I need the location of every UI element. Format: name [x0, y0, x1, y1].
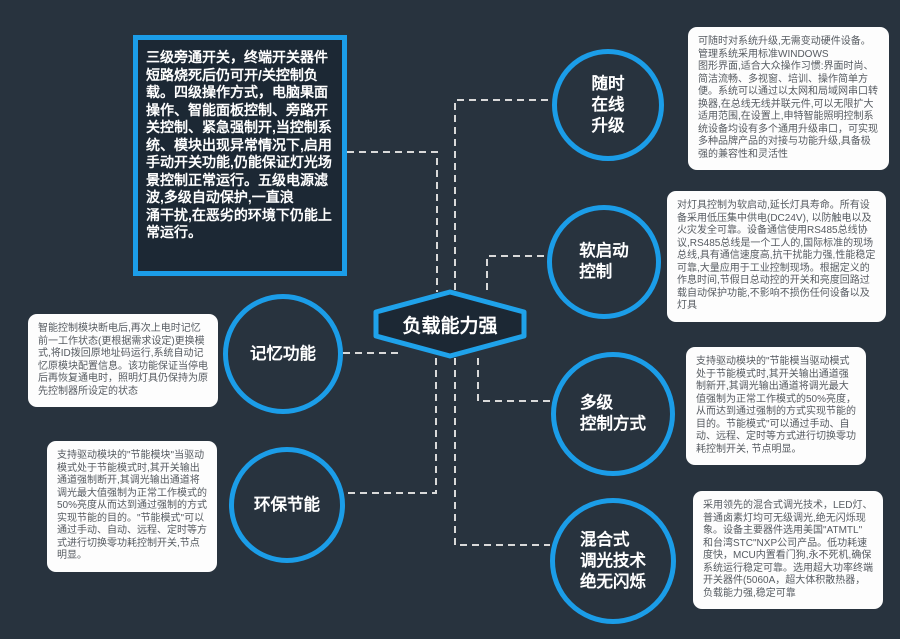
- intro-text-box: 三级旁通开关，终端开关器件短路烧死后仍可开/关控制负载。四级操作方式，电脑果面操…: [133, 35, 347, 276]
- center-node: 负载能力强: [368, 286, 532, 362]
- branch-node-hybrid-dimming: 混合式 调光技术 绝无闪烁: [550, 498, 676, 624]
- branch-node-online-upgrade: 随时 在线 升级: [552, 49, 664, 161]
- center-node-label: 负载能力强: [402, 315, 498, 337]
- card-soft-start-description: 对灯具控制为软启动,延长灯具寿命。所有设备采用低压集中供电(DC24V), 以防…: [667, 191, 886, 322]
- branch-label-online-upgrade: 随时 在线 升级: [591, 74, 625, 135]
- card-hybrid-dimming-description: 采用领先的混合式调光技术，LED灯、普通卤素灯均可无级调光,绝无闪烁现象。设备主…: [693, 491, 883, 609]
- connector-center-to-softstart: [486, 255, 547, 290]
- card-online-upgrade-description: 可随时对系统升级,无需变动硬件设备。管理系统采用标准WINDOWS 图形界面,适…: [688, 27, 889, 170]
- hexagon-shape: [373, 289, 527, 359]
- branch-label-multilevel-control: 多级 控制方式: [580, 394, 646, 433]
- connector-center-to-dimming: [454, 358, 550, 546]
- card-memory-description: 智能控制模块断电后,再次上电时记忆前一工作状态(更根据需求设定)更换模式,将ID…: [28, 314, 218, 407]
- connector-center-to-multilevel: [477, 358, 551, 402]
- card-multilevel-control-description: 支持驱动模块的"节能模当驱动模式处于节能模式时,其开关输出通道强制新开,其调光输…: [686, 347, 866, 465]
- branch-node-soft-start: 软启动 控制: [547, 205, 661, 319]
- branch-node-multilevel-control: 多级 控制方式: [551, 352, 675, 476]
- connector-center-to-upgrade: [454, 99, 552, 290]
- branch-node-eco: 环保节能: [229, 447, 345, 563]
- branch-label-eco: 环保节能: [254, 495, 320, 514]
- connector-intro-to-center: [347, 151, 438, 292]
- branch-label-hybrid-dimming: 混合式 调光技术 绝无闪烁: [580, 530, 646, 591]
- branch-label-soft-start: 软启动 控制: [579, 242, 629, 281]
- connector-center-to-eco: [345, 358, 437, 494]
- card-eco-description: 支持驱动模块的"节能模块"当驱动模式处于节能模式时,其开关输出通道强制断开,其调…: [47, 441, 217, 572]
- branch-node-memory: 记忆功能: [223, 294, 343, 414]
- branch-label-memory: 记忆功能: [250, 344, 316, 363]
